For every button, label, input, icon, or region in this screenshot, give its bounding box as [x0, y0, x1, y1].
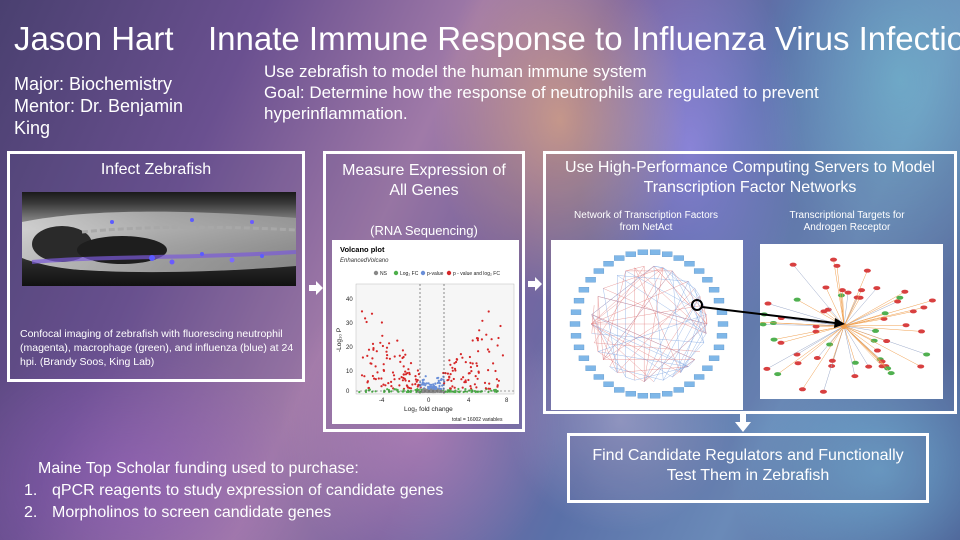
- zebrafish-confocal-image: [22, 192, 296, 286]
- panel-infect-zebrafish: Infect Zebrafish Confocal imaging of zeb…: [7, 151, 305, 382]
- mentor-text: Mentor: Dr. Benjamin King: [14, 96, 184, 138]
- arrow-down-icon: [735, 414, 751, 437]
- funding-item: 1. qPCR reagents to study expression of …: [24, 480, 498, 502]
- volcano-ytick: 0: [346, 389, 350, 395]
- volcano-ytick: 40: [346, 297, 353, 303]
- panel-infect-title: Infect Zebrafish: [100, 161, 212, 178]
- legend-ns: NS: [380, 271, 388, 277]
- funding-item-number: 1.: [24, 482, 38, 499]
- funding-intro: Maine Top Scholar funding used to purcha…: [38, 460, 359, 477]
- goal-line-2: Goal: Determine how the response of neut…: [264, 83, 819, 123]
- panel-find-candidates: Find Candidate Regulators and Functional…: [567, 433, 929, 503]
- volcano-ytick: 20: [346, 345, 353, 351]
- ar-targets-image: [744, 244, 943, 399]
- panel-measure-subtitle: (RNA Sequencing): [370, 223, 478, 238]
- volcano-ytick: 10: [346, 369, 353, 375]
- network-subcaption: Network of Transcription Factors from Ne…: [574, 210, 718, 233]
- legend-both-marker: [446, 270, 452, 276]
- poster-title: Innate Immune Response to Influenza Viru…: [208, 20, 960, 57]
- confocal-caption: Confocal imaging of zebrafish with fluor…: [20, 328, 294, 368]
- volcano-ylabel: -Log₁₀ P: [336, 328, 343, 352]
- goal-line-1: Use zebrafish to model the human immune …: [264, 62, 647, 81]
- connector-arrow-icon: [691, 299, 845, 328]
- funding-item: 2. Morpholinos to screen candidate genes: [24, 502, 498, 524]
- volcano-xtick: 0: [427, 398, 431, 404]
- author-name: Jason Hart: [14, 20, 174, 57]
- author-info: Major: Biochemistry Mentor: Dr. Benjamin…: [14, 73, 204, 139]
- panel-hpc-networks: Use High-Performance Computing Servers t…: [543, 151, 957, 414]
- legend-ns-marker: [373, 270, 379, 276]
- volcano-subtitle: EnhancedVolcano: [340, 258, 389, 264]
- tf-network-image: [551, 240, 743, 410]
- goals-text: Use zebrafish to model the human immune …: [264, 61, 864, 124]
- legend-fc-marker: [393, 270, 399, 276]
- tf-network-svg: [569, 249, 729, 399]
- panel-find-title: Find Candidate Regulators and Functional…: [592, 447, 904, 484]
- arrow-right-icon: [528, 277, 542, 296]
- targets-subcaption: Transcriptional Targets for Androgen Rec…: [789, 210, 905, 233]
- volcano-xtick: 8: [505, 398, 509, 404]
- legend-fc: Log₂ FC: [400, 271, 419, 277]
- volcano-xtick: 4: [467, 398, 471, 404]
- legend-both: p - value and log₂ FC: [453, 271, 500, 277]
- volcano-ytick: 30: [346, 321, 353, 327]
- volcano-plot-svg: Volcano plot EnhancedVolcano NS Log₂ FC …: [336, 245, 515, 423]
- legend-p-marker: [420, 270, 426, 276]
- volcano-xtick: -4: [379, 398, 385, 404]
- volcano-title: Volcano plot: [340, 245, 385, 254]
- arrow-right-icon: [309, 281, 323, 300]
- funding-item-number: 2.: [24, 504, 38, 521]
- funding-list: 1. qPCR reagents to study expression of …: [24, 480, 498, 524]
- panel-measure-expression: Measure Expression of All Genes (RNA Seq…: [323, 151, 525, 432]
- legend-p: p-value: [427, 271, 444, 277]
- major-text: Major: Biochemistry: [14, 74, 173, 94]
- volcano-footer: total = 16002 variables: [452, 417, 503, 423]
- panel-measure-title: Measure Expression of All Genes: [342, 162, 506, 199]
- zebrafish-image-svg: [22, 211, 296, 273]
- funding-item-text: Morpholinos to screen candidate genes: [52, 504, 332, 521]
- ar-targets-svg: [744, 257, 936, 394]
- funding-section: Maine Top Scholar funding used to purcha…: [24, 458, 498, 524]
- panel-hpc-title: Use High-Performance Computing Servers t…: [565, 159, 935, 196]
- funding-item-text: qPCR reagents to study expression of can…: [52, 482, 444, 499]
- volcano-xlabel: Log₂ fold change: [404, 406, 453, 413]
- volcano-plot: Volcano plot EnhancedVolcano NS Log₂ FC …: [332, 240, 519, 424]
